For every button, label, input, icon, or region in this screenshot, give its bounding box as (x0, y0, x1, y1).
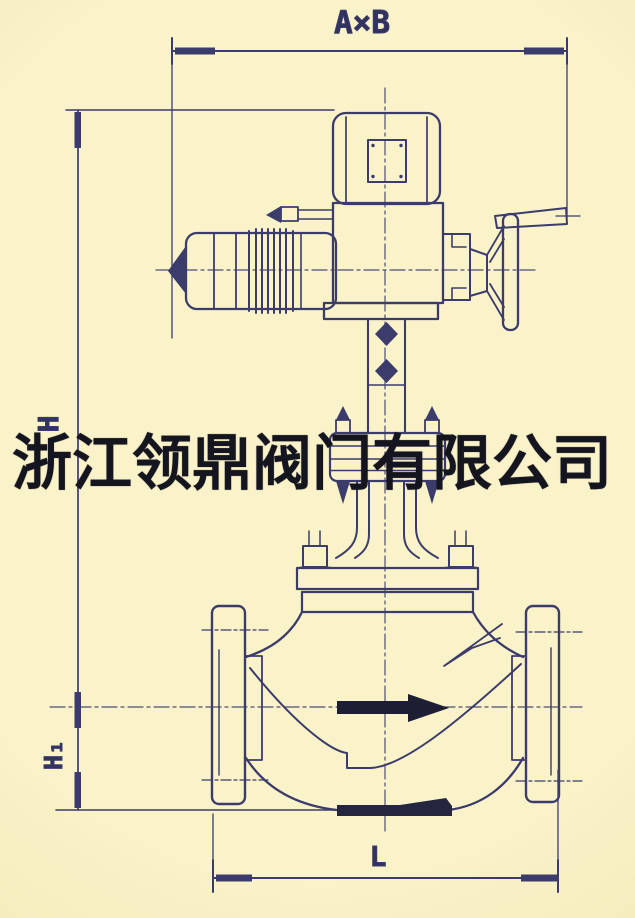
dim-label-l: L (370, 840, 387, 873)
inlet-pipe-stub (244, 655, 263, 761)
bonnet-flange-lower (300, 590, 475, 614)
inlet-flange (201, 604, 269, 806)
outlet-pipe-stub (511, 655, 527, 761)
body-gusset (443, 623, 503, 667)
drive-output-block (442, 233, 471, 301)
body-neck-left (244, 610, 304, 659)
gland-bolt-left (335, 406, 351, 504)
yoke-column (366, 317, 407, 435)
motor-end-cap (168, 246, 186, 294)
motor-housing (168, 228, 338, 314)
gland-bolt-right (424, 406, 440, 504)
outlet-flange (511, 604, 583, 804)
actuator-control-box (331, 111, 442, 206)
dimension-annotations: A×B H H₁ L (32, 5, 568, 893)
bonnet-flange (295, 530, 480, 614)
bonnet-flange-upper (295, 566, 480, 591)
handwheel-spokes (486, 225, 505, 321)
control-box-inner-walls (345, 116, 428, 203)
conduit-entry (266, 206, 334, 223)
dim-label-axb: A×B (334, 5, 390, 41)
valve-body (201, 604, 583, 816)
dimension-h (65, 109, 335, 811)
body-neck-right (471, 610, 525, 659)
body-bowl-outline (244, 756, 525, 812)
inlet-bolt-circle-marks (201, 629, 269, 781)
terminal-cover-plate (367, 139, 407, 183)
dimension-l (212, 769, 559, 893)
motor-cooling-fins (248, 228, 294, 314)
yoke-legs (335, 480, 439, 559)
dim-label-h1: H₁ (39, 740, 68, 770)
actuator-gear-housing (331, 201, 445, 305)
crank-handle (494, 207, 568, 229)
bonnet-bolt-left (299, 530, 331, 569)
electric-actuator (168, 111, 581, 332)
flow-direction-arrow (337, 694, 449, 722)
dim-label-h: H (32, 416, 65, 433)
bonnet-bolt-right (445, 530, 477, 569)
actuator-base-plate (322, 301, 440, 321)
body-seat-arc (249, 663, 522, 769)
dimension-axb (171, 37, 568, 339)
centerlines (49, 87, 583, 833)
packing-gland (328, 406, 447, 559)
handwheel-hub (469, 248, 488, 297)
stem-indicator-diamonds (375, 322, 398, 383)
outlet-bolt-circle-marks (515, 631, 583, 782)
handwheel (469, 207, 581, 332)
body-base-pad (337, 798, 452, 816)
handwheel-rim (501, 212, 520, 332)
